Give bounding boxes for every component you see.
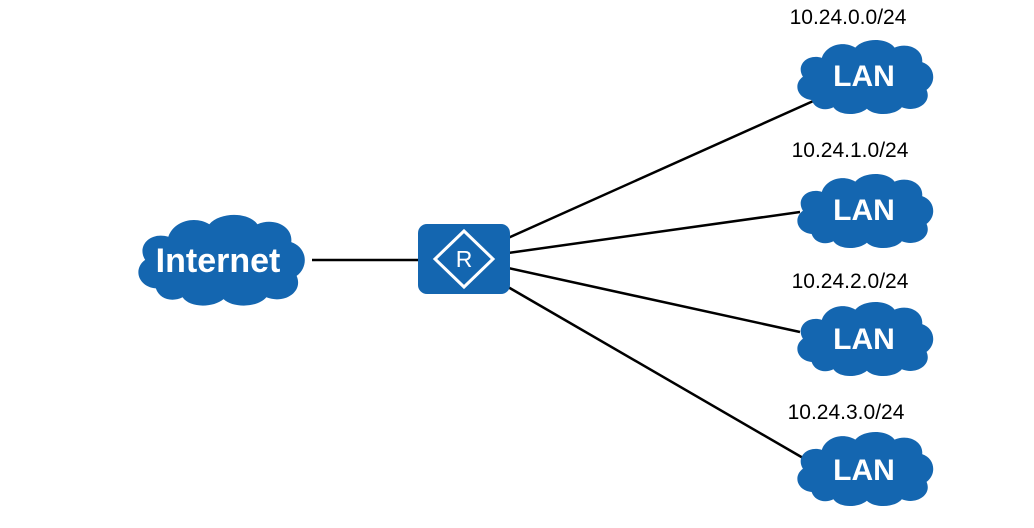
lan-subnet-label: 10.24.3.0/24 [788,401,905,424]
link-router-lan-1 [507,210,801,255]
lan-node-3: LAN 10.24.3.0/24 [788,401,934,507]
internet-cloud: Internet [138,214,305,306]
links [312,96,821,464]
lan-label: LAN [833,323,895,356]
router-icon [418,224,510,294]
router-letter: R [456,246,473,272]
lan-node-0: LAN 10.24.0.0/24 [790,6,934,115]
lan-label: LAN [833,454,895,487]
lan-label: LAN [833,194,895,227]
lan-node-2: LAN 10.24.2.0/24 [792,270,934,377]
lan-subnet-label: 10.24.0.0/24 [790,6,907,29]
lan-label: LAN [833,60,895,93]
router-diamond [432,228,496,290]
lan-subnet-label: 10.24.1.0/24 [792,139,909,162]
lan-subnet-label: 10.24.2.0/24 [792,270,909,293]
link-router-lan-2 [507,266,801,334]
link-router-lan-3 [507,285,811,464]
internet-label: Internet [156,242,281,280]
router: R [418,224,510,294]
lan-node-1: LAN 10.24.1.0/24 [792,139,934,249]
link-router-lan-0 [507,96,821,240]
